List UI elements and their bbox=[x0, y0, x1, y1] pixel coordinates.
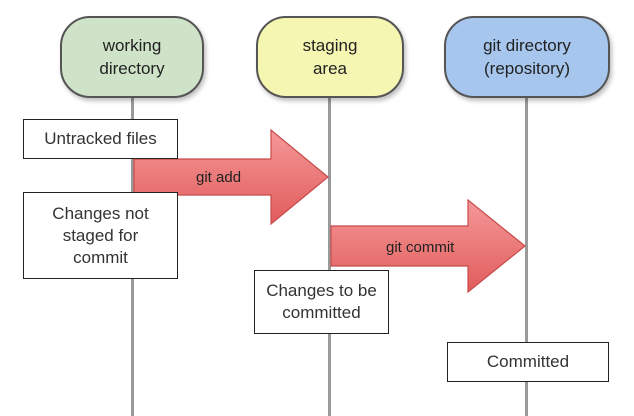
git-commit-arrow bbox=[330, 198, 526, 294]
staging-area-lifeline bbox=[328, 92, 331, 416]
changes-to-be-committed-box: Changes to be committed bbox=[254, 270, 389, 334]
staging-area-stage: staging area bbox=[256, 16, 404, 98]
git-directory-stage: git directory (repository) bbox=[444, 16, 610, 98]
git-commit-label: git commit bbox=[386, 239, 455, 256]
untracked-files-box: Untracked files bbox=[23, 119, 178, 159]
committed-box: Committed bbox=[447, 342, 609, 382]
git-directory-lifeline bbox=[525, 92, 528, 416]
working-directory-stage: working directory bbox=[60, 16, 204, 98]
git-add-label: git add bbox=[196, 169, 242, 186]
changes-not-staged-box: Changes not staged for commit bbox=[23, 192, 178, 279]
